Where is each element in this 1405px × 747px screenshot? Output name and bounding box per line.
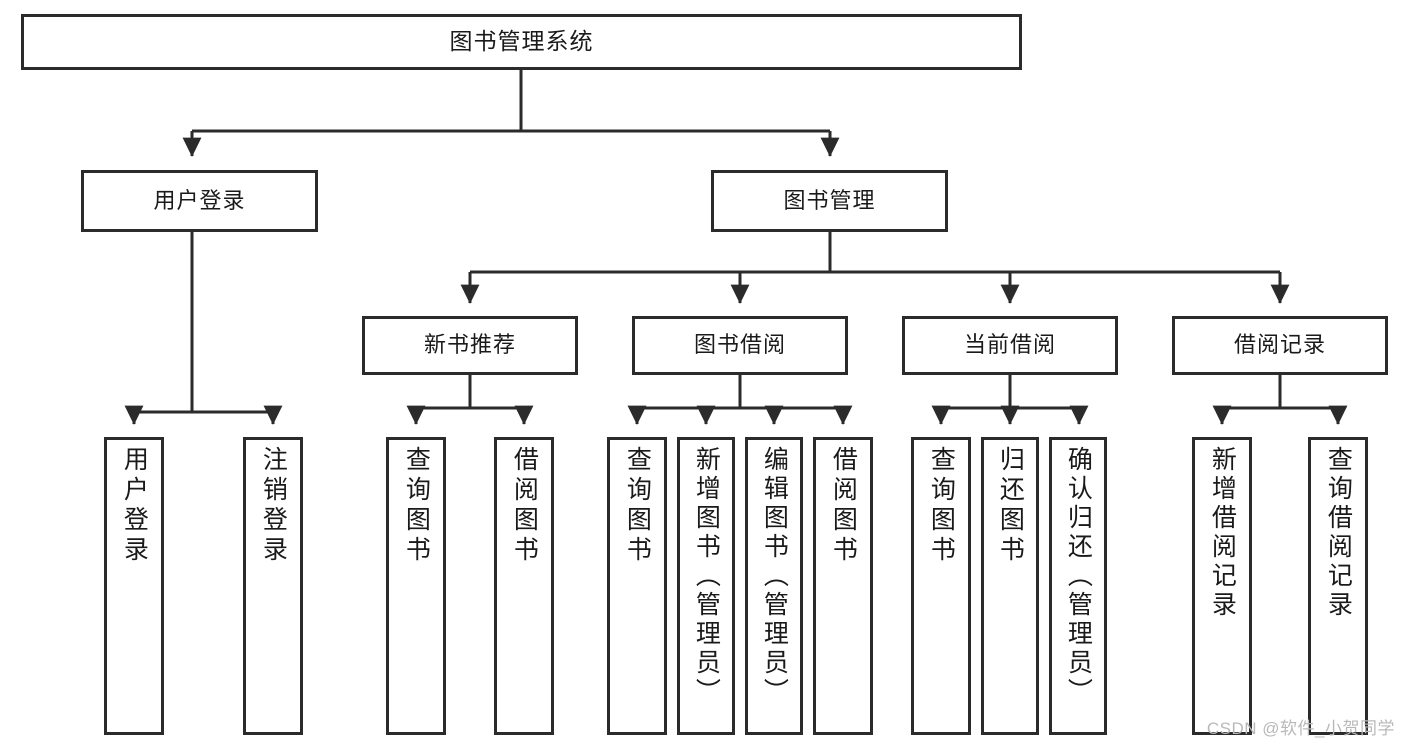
node-book-borrow[interactable]: 图书借阅 [632,316,848,375]
node-book-management[interactable]: 图书管理 [711,170,948,232]
node-new-book-recommend[interactable]: 新书推荐 [362,316,578,375]
node-leaf-logout-login-label: 注销登录 [259,446,288,566]
node-leaf-logout-login[interactable]: 注销登录 [243,437,303,735]
node-leaf-add-borrow-record[interactable]: 新增借阅记录 [1192,437,1252,735]
node-leaf-query-book-1-label: 查询图书 [402,446,431,566]
node-leaf-user-login[interactable]: 用户登录 [104,437,164,735]
node-leaf-query-borrow-record-label: 查询借阅记录 [1324,446,1353,620]
node-leaf-query-book-2-label: 查询图书 [623,446,652,566]
node-leaf-add-book-admin[interactable]: 新增图书（管理员） [677,437,735,735]
node-leaf-query-borrow-record[interactable]: 查询借阅记录 [1308,437,1368,735]
node-leaf-edit-book-admin[interactable]: 编辑图书（管理员） [745,437,803,735]
node-leaf-confirm-return-admin-label: 确认归还（管理员） [1064,446,1093,707]
node-current-borrow[interactable]: 当前借阅 [902,316,1118,375]
node-leaf-add-book-admin-label: 新增图书（管理员） [692,446,721,707]
node-leaf-edit-book-admin-label: 编辑图书（管理员） [760,446,789,707]
node-borrow-record[interactable]: 借阅记录 [1172,316,1388,375]
watermark: CSDN @软件_小贺同学 [1206,719,1395,738]
node-leaf-query-book-1[interactable]: 查询图书 [386,437,446,735]
node-leaf-query-book-3-label: 查询图书 [927,446,956,566]
node-leaf-borrow-book-1[interactable]: 借阅图书 [494,437,554,735]
node-leaf-return-book[interactable]: 归还图书 [981,437,1039,735]
node-leaf-query-book-2[interactable]: 查询图书 [607,437,667,735]
node-user-login[interactable]: 用户登录 [81,170,318,232]
node-leaf-user-login-label: 用户登录 [120,446,149,566]
node-leaf-borrow-book-1-label: 借阅图书 [510,446,539,566]
node-root[interactable]: 图书管理系统 [21,14,1022,70]
node-leaf-borrow-book-2[interactable]: 借阅图书 [813,437,873,735]
node-leaf-borrow-book-2-label: 借阅图书 [829,446,858,566]
node-leaf-query-book-3[interactable]: 查询图书 [911,437,971,735]
node-leaf-add-borrow-record-label: 新增借阅记录 [1208,446,1237,620]
node-leaf-confirm-return-admin[interactable]: 确认归还（管理员） [1049,437,1107,735]
node-leaf-return-book-label: 归还图书 [996,446,1025,566]
